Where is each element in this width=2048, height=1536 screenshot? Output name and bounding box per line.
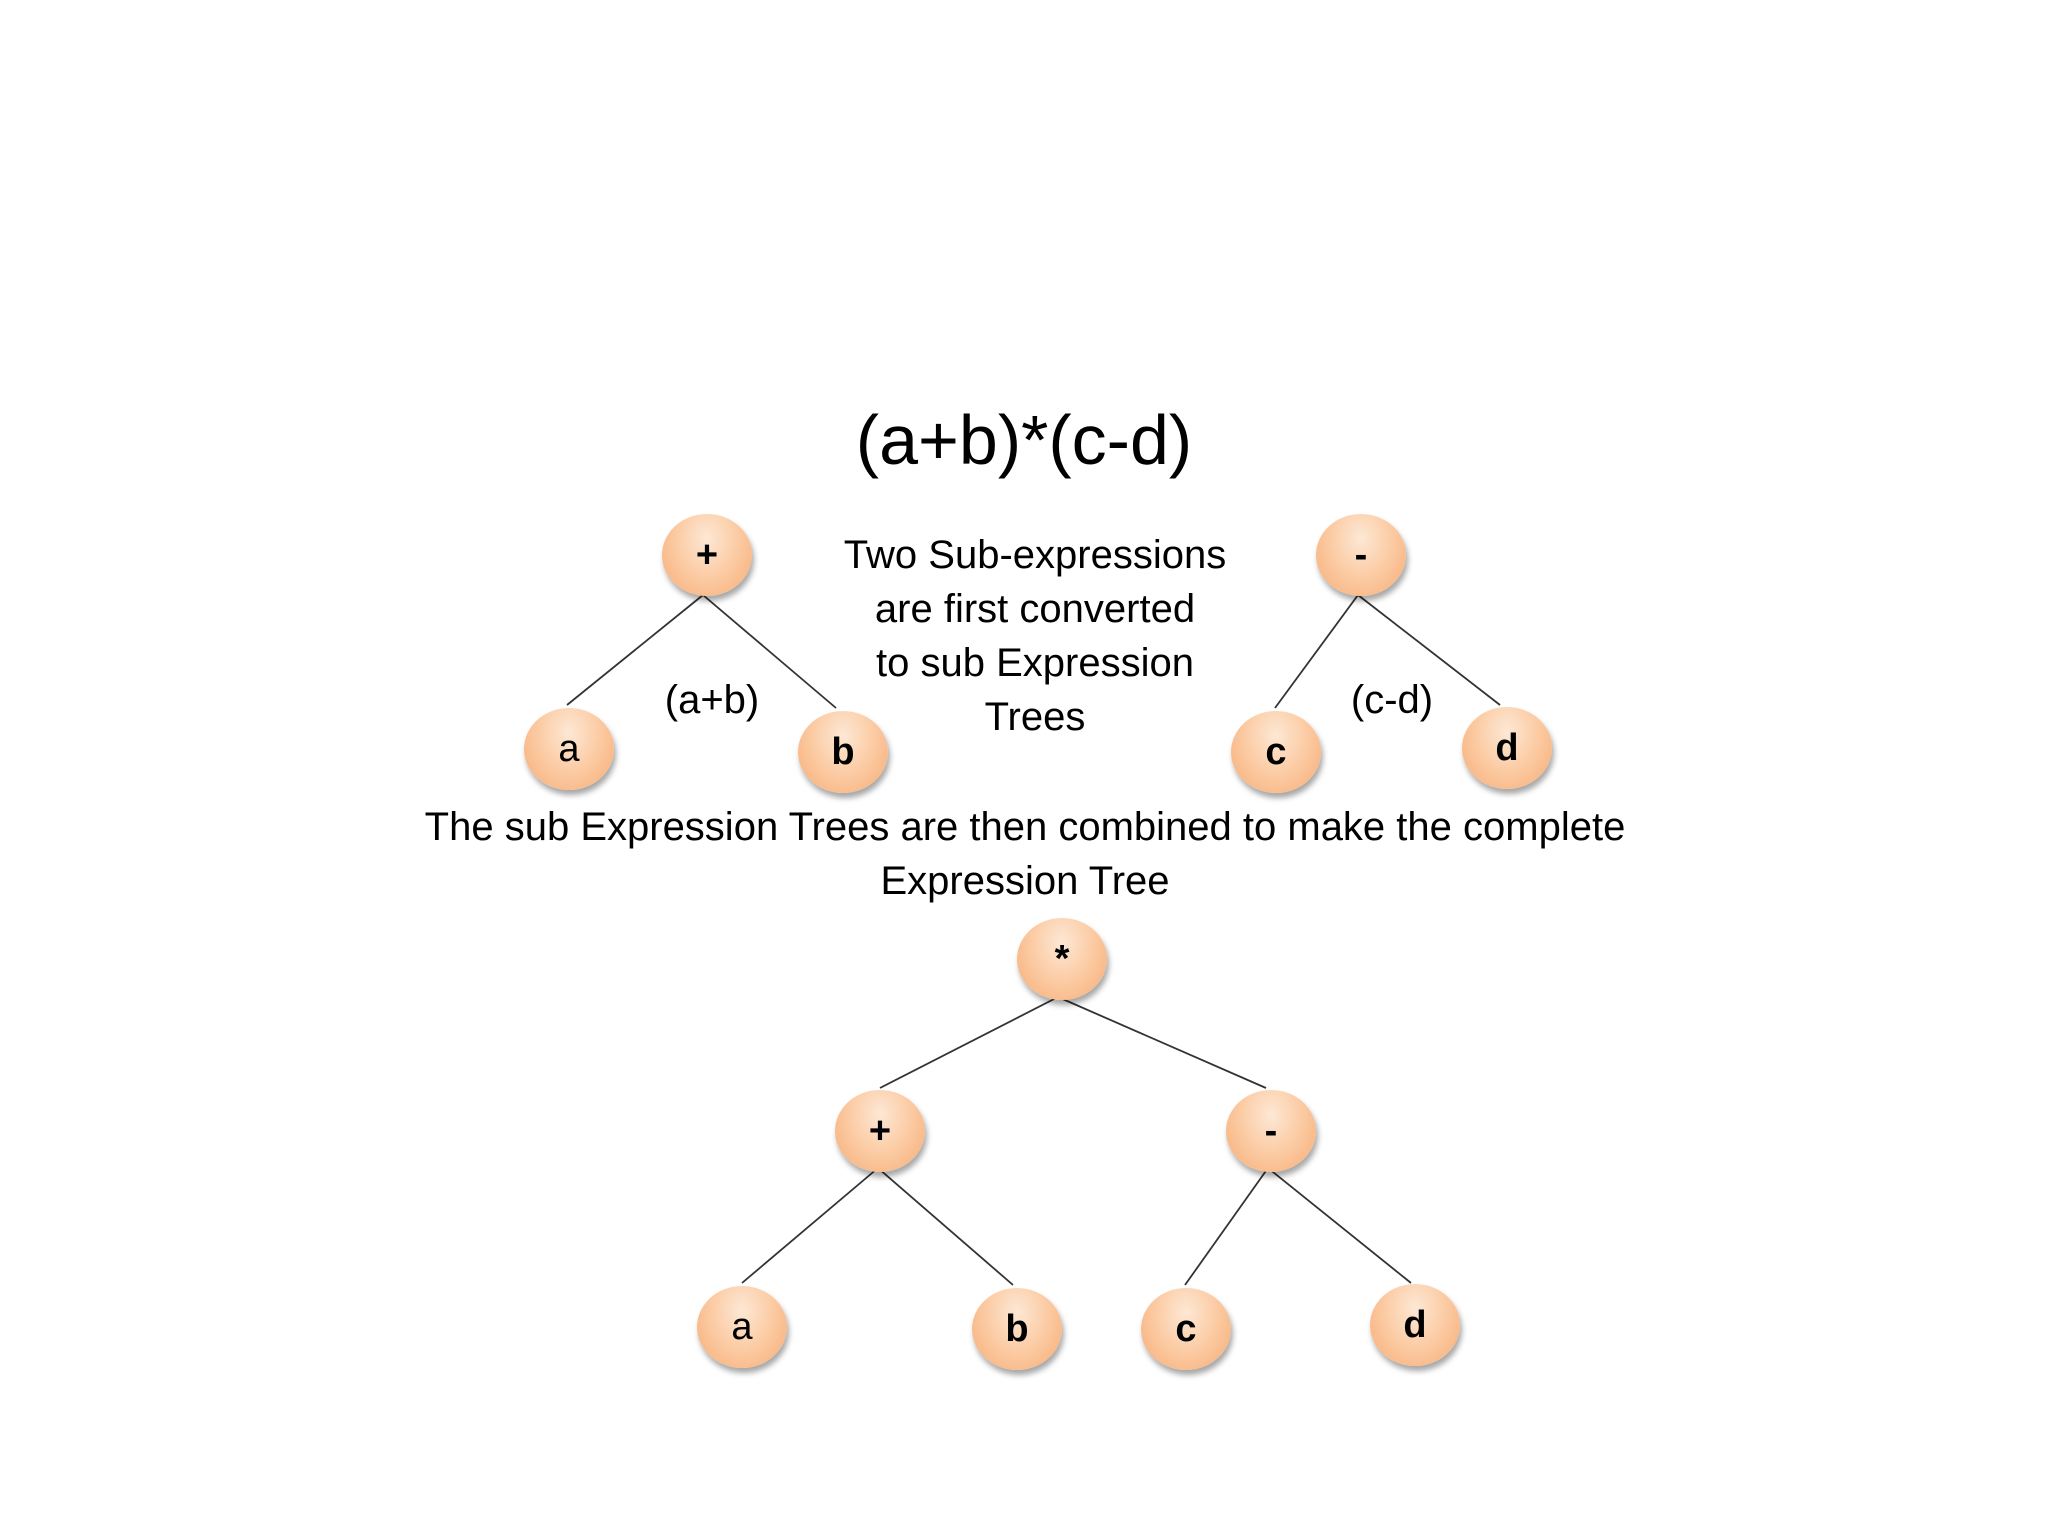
edge-minus2-d: [1267, 1167, 1412, 1284]
tree-star-node: *: [1017, 918, 1107, 1000]
subtree-cd-label: (c-d): [1350, 678, 1434, 722]
caption-line: to sub Expression: [876, 641, 1194, 685]
edge-star-minus: [1057, 996, 1267, 1089]
tree-plus-node: +: [835, 1090, 925, 1172]
tree-minus-node: -: [1226, 1090, 1316, 1172]
expression-title: (a+b)*(c-d): [855, 401, 1193, 479]
subtree-plus-node: +: [662, 514, 752, 596]
edge-minus2-c: [1184, 1167, 1269, 1286]
caption-line: Two Sub-expressions: [843, 533, 1227, 577]
edge-star-plus: [879, 996, 1059, 1089]
subtree-d-node: d: [1462, 707, 1552, 789]
tree-d-node: d: [1370, 1284, 1460, 1366]
tree-b-node: b: [972, 1288, 1062, 1370]
edge-plus2-a: [741, 1167, 879, 1284]
tree-a-node: a: [697, 1286, 787, 1368]
combined-caption: The sub Expression Trees are then combin…: [300, 800, 1750, 908]
subtree-ab-label: (a+b): [664, 678, 760, 722]
subtree-minus-node: -: [1316, 514, 1406, 596]
tree-c-node: c: [1141, 1288, 1231, 1370]
edge-plus2-b: [877, 1167, 1014, 1286]
edge-plus-a: [566, 594, 704, 706]
caption-line: Expression Tree: [880, 859, 1170, 903]
edge-minus-c: [1274, 594, 1359, 709]
subtree-b-node: b: [798, 711, 888, 793]
caption-line: are first converted: [874, 587, 1196, 631]
caption-line: The sub Expression Trees are then combin…: [424, 805, 1626, 849]
subtree-c-node: c: [1231, 711, 1321, 793]
caption-line: Trees: [984, 695, 1086, 739]
edge-minus-d: [1357, 594, 1501, 706]
edge-plus-b: [702, 594, 837, 709]
sub-expressions-caption: Two Sub-expressions are first converted …: [810, 528, 1260, 744]
subtree-a-node: a: [524, 708, 614, 790]
